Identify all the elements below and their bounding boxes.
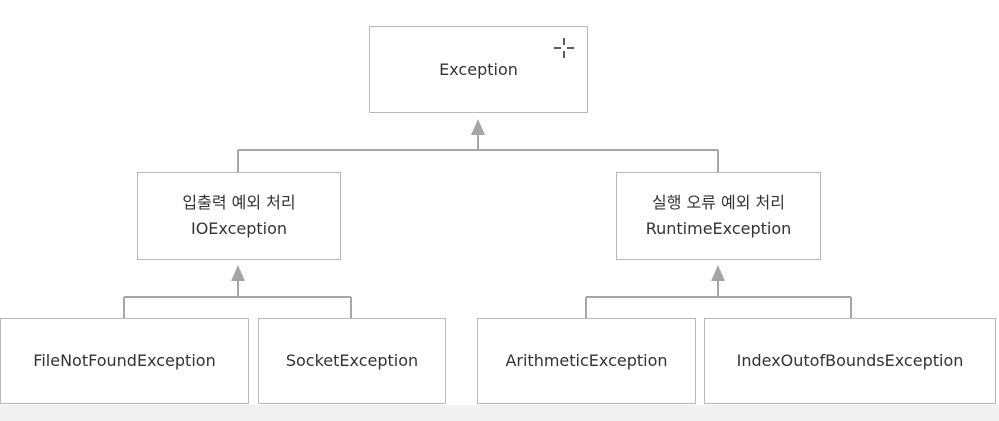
io-exception-label: IOException bbox=[190, 219, 288, 238]
arithmetic-exception-node: ArithmeticException bbox=[477, 318, 696, 404]
io-category-label: 입출력 예외 처리 bbox=[182, 193, 296, 212]
exception-label: Exception bbox=[439, 59, 518, 79]
index-out-of-bounds-exception-node: IndexOutofBoundsException bbox=[704, 318, 996, 404]
file-not-found-exception-label: FileNotFoundException bbox=[33, 351, 216, 370]
runtime-exception-label: RuntimeException bbox=[645, 219, 792, 238]
exception-node: Exception bbox=[369, 26, 588, 113]
io-arrowhead bbox=[231, 265, 245, 281]
file-not-found-exception-node: FileNotFoundException bbox=[0, 318, 249, 404]
arithmetic-exception-label: ArithmeticException bbox=[505, 351, 668, 370]
bottom-band bbox=[0, 405, 999, 421]
crosshair-cursor-icon bbox=[554, 38, 574, 58]
root-arrowhead bbox=[471, 119, 485, 135]
runtime-exception-node: 실행 오류 예외 처리 RuntimeException bbox=[616, 172, 821, 260]
index-out-of-bounds-exception-label: IndexOutofBoundsException bbox=[736, 351, 964, 370]
runtime-arrowhead bbox=[711, 265, 725, 281]
socket-exception-label: SocketException bbox=[285, 351, 419, 370]
socket-exception-node: SocketException bbox=[258, 318, 446, 404]
io-exception-node: 입출력 예외 처리 IOException bbox=[137, 172, 341, 260]
runtime-category-label: 실행 오류 예외 처리 bbox=[651, 193, 786, 212]
